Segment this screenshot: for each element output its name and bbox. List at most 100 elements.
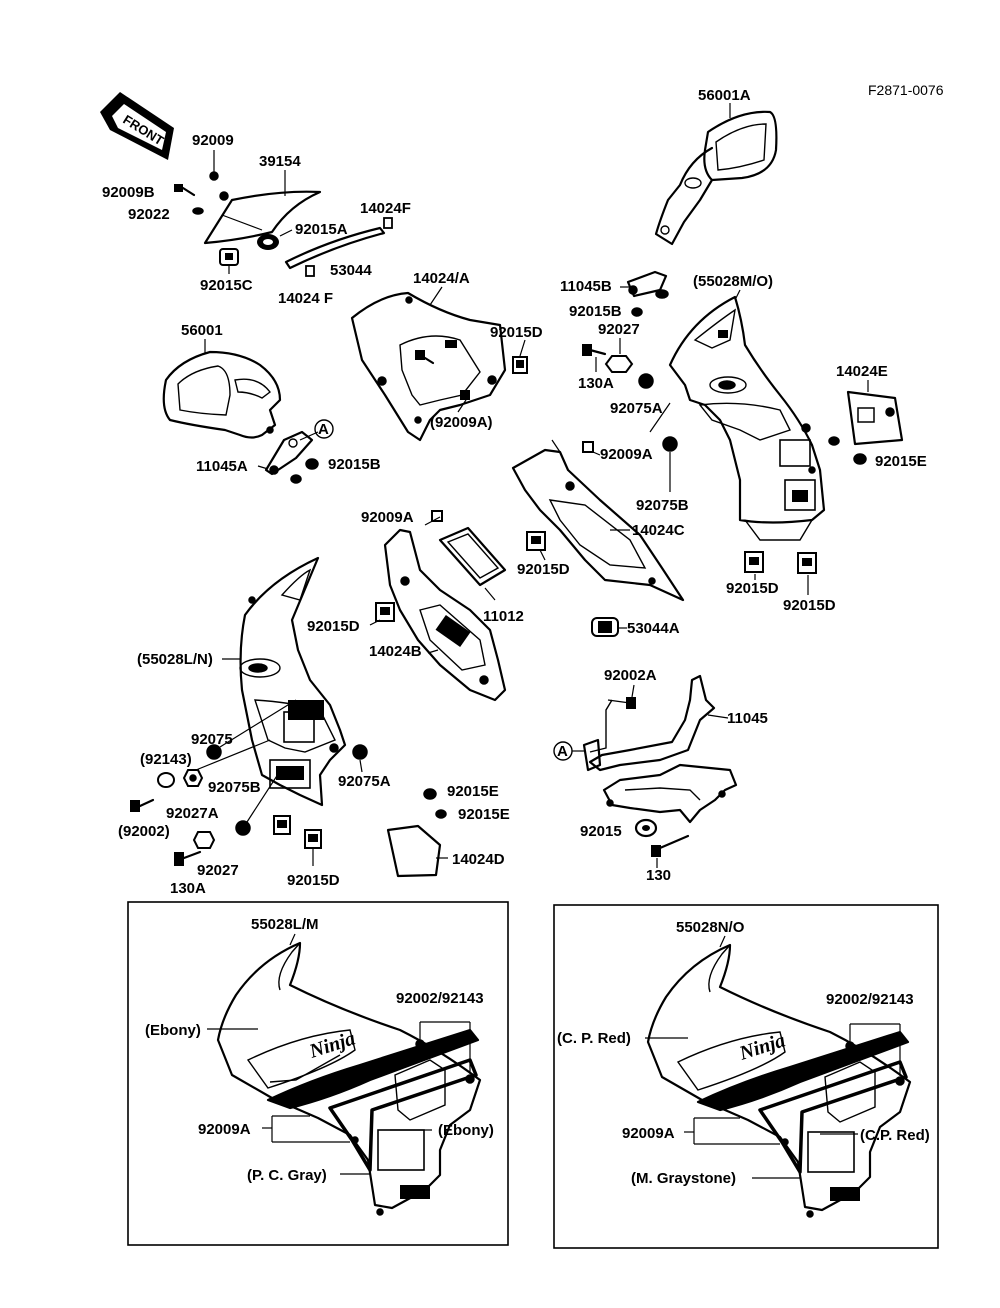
right-box-color-inner: (C.P. Red)	[860, 1127, 930, 1144]
logo-ninja-left: Ninja	[306, 1027, 358, 1063]
label-92015C: 92015C	[200, 277, 253, 294]
label-14024D: 14024D	[452, 851, 505, 868]
grommet-92015C	[219, 248, 239, 266]
windshield-39154	[203, 190, 322, 245]
bolt-130	[651, 834, 690, 857]
label-53044A: 53044A	[627, 620, 680, 637]
circle-A-label-2: A	[557, 743, 568, 760]
label-92015D-a: 92015D	[490, 324, 543, 341]
label-92009A-paren: (92009A)	[430, 414, 493, 431]
bolt-130A-top	[582, 344, 607, 356]
left-box-color-inner: (Ebony)	[438, 1122, 494, 1139]
label-92015D-b: 92015D	[517, 561, 570, 578]
label-92015D-e: 92015D	[783, 597, 836, 614]
label-92015B-top: 92015B	[569, 303, 622, 320]
clip-92015D-a	[512, 356, 528, 374]
stay-11045	[582, 674, 738, 824]
label-92009B: 92009B	[102, 184, 155, 201]
right-box-color-lower: (M. Graystone)	[631, 1170, 736, 1187]
clip-92015D-c	[375, 602, 395, 622]
label-92015D-c: 92015D	[307, 618, 360, 635]
bracket-11045B	[626, 270, 668, 298]
label-55028MO: (55028M/O)	[693, 273, 773, 290]
upper-fairing-right	[668, 295, 826, 541]
label-11012: 11012	[483, 608, 524, 625]
label-92015E-right: 92015E	[875, 453, 927, 470]
label-92015B-left: 92015B	[328, 456, 381, 473]
front-arrow-icon: FRONT	[100, 92, 174, 160]
nut-92027-bot	[192, 831, 216, 849]
label-92027A: 92027A	[166, 805, 219, 822]
label-92015D-f: 92015D	[287, 872, 340, 889]
label-92009A-mid: 92009A	[600, 446, 653, 463]
clip-92015D-e	[797, 552, 817, 574]
label-92022: 92022	[128, 206, 170, 223]
label-14024E: 14024E	[836, 363, 888, 380]
grommet-92015A	[257, 234, 279, 250]
mirror-56001A	[654, 110, 778, 246]
trim-53044	[284, 226, 386, 270]
label-92075B: 92075B	[208, 779, 261, 796]
label-92002A: 92002A	[604, 667, 657, 684]
bolt-130A-bot	[174, 850, 202, 866]
screw-92009B	[174, 184, 196, 197]
grommet-92015	[634, 818, 658, 838]
right-box-color-top: (C. P. Red)	[557, 1030, 631, 1047]
label-92015D-d: 92015D	[726, 580, 779, 597]
panel-14024C	[511, 448, 685, 602]
label-92027-bot: 92027	[197, 862, 239, 879]
clip-92015D-f1	[273, 815, 291, 835]
left-box-bolts: 92002/92143	[396, 990, 484, 1007]
label-130: 130	[646, 867, 671, 884]
label-92075A-top: 92075A	[610, 400, 663, 417]
washer-92143	[157, 772, 175, 788]
label-53044: 53044	[330, 262, 372, 279]
lower-fairing-left	[239, 556, 347, 807]
label-92015E-a: 92015E	[447, 783, 499, 800]
label-14024F-bot: 14024 F	[278, 290, 333, 307]
mirror-56001	[162, 350, 282, 439]
bracket-14024E	[846, 390, 904, 446]
inset-box-right: Ninja	[553, 904, 939, 1249]
left-box-title: 55028L/M	[251, 916, 319, 933]
label-92015: 92015	[580, 823, 622, 840]
label-92009: 92009	[192, 132, 234, 149]
label-130A-bot: 130A	[170, 880, 206, 897]
label-11045: 11045	[727, 710, 768, 727]
cover-11012	[438, 526, 507, 587]
right-box-bolts: 92002/92143	[826, 991, 914, 1008]
logo-ninja-right: Ninja	[736, 1029, 788, 1065]
cover-14024D	[386, 824, 442, 878]
panel-14024B	[383, 528, 507, 702]
label-14024C: 14024C	[632, 522, 685, 539]
label-14024B: 14024B	[369, 643, 422, 660]
inner-panel-14024A	[350, 291, 507, 442]
label-92143: (92143)	[140, 751, 192, 768]
left-box-screw: 92009A	[198, 1121, 251, 1138]
label-14024F-top: 14024F	[360, 200, 411, 217]
inset-box-left: Ninja	[127, 901, 509, 1246]
label-92075B-top: 92075B	[636, 497, 689, 514]
right-box-title: 55028N/O	[676, 919, 745, 936]
label-92075: 92075	[191, 731, 233, 748]
screw-92009A-panel	[415, 350, 435, 365]
label-92015A: 92015A	[295, 221, 348, 238]
label-11045B: 11045B	[560, 278, 612, 295]
clip-92015D-b	[526, 531, 546, 551]
clip-92015D-f2	[304, 829, 322, 849]
label-130A-top: 130A	[578, 375, 614, 392]
label-11045A: 11045A	[196, 458, 248, 475]
label-39154: 39154	[259, 153, 301, 170]
drawing-code: F2871-0076	[868, 82, 944, 98]
bolt-92002	[130, 798, 155, 812]
bracket-11045A	[264, 430, 314, 476]
trim-53044A	[591, 617, 619, 637]
left-box-color-lower: (P. C. Gray)	[247, 1167, 327, 1184]
label-92009A-left: 92009A	[361, 509, 414, 526]
label-92002: (92002)	[118, 823, 170, 840]
label-55028LN: (55028L/N)	[137, 651, 213, 668]
nut-92027A	[182, 769, 204, 787]
clip-92015D-d	[744, 551, 764, 573]
label-56001A: 56001A	[698, 87, 751, 104]
